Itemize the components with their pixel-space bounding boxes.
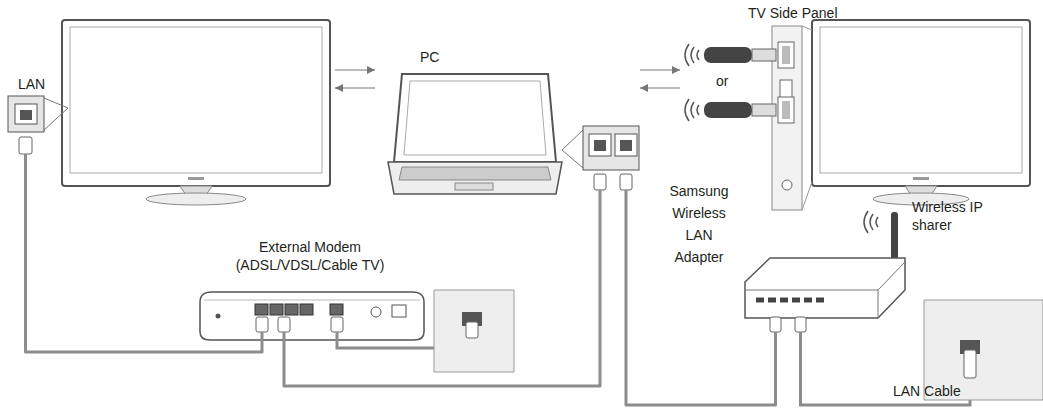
signal-waves (864, 211, 878, 233)
tv-illustration (812, 20, 1030, 205)
data-flow-arrow (640, 70, 680, 88)
panel-leader (802, 26, 812, 210)
lan-plug (964, 350, 976, 378)
node-label: LAN (18, 75, 58, 93)
lan-port-hole (594, 140, 606, 151)
device-node: LAN (8, 15, 335, 208)
data-flow-arrow (335, 70, 375, 88)
node-label: PC (420, 48, 460, 66)
usb-port-hole (782, 101, 790, 119)
annotation-label: Samsung Wireless LAN Adapter (664, 180, 734, 268)
signal-waves (685, 44, 699, 66)
tv-screen (70, 27, 322, 173)
laptop-illustration (388, 74, 562, 194)
lan-plug (620, 174, 632, 190)
lan-cable (284, 210, 600, 386)
device-node: TV Side Panel (680, 2, 1035, 210)
lan-plug (795, 317, 806, 332)
modem-port (285, 304, 298, 315)
lan-plug (256, 317, 268, 332)
modem-jack (371, 307, 381, 317)
annotation-label: LAN Cable (893, 382, 983, 400)
tv-logo (913, 177, 929, 180)
lan-plug (466, 322, 478, 338)
node-label: External Modem (ADSL/VDSL/Cable TV) (235, 238, 385, 274)
inset-frame (583, 126, 639, 170)
laptop-keyboard (399, 167, 551, 180)
modem-illustration (200, 292, 472, 348)
modem-port (270, 304, 283, 315)
router-body (745, 258, 905, 318)
lan-plug (278, 317, 290, 332)
laptop-touchpad (455, 183, 493, 190)
modem-led (216, 314, 221, 319)
plug-wire (24, 154, 27, 208)
modem-port (255, 304, 268, 315)
plug-wire (600, 190, 626, 210)
lan-cable (26, 208, 263, 352)
usb-port (778, 42, 794, 68)
wireless-adapter (685, 44, 776, 121)
lan-port (615, 134, 637, 156)
lan-port-inset (8, 96, 68, 208)
usb-port-hole (782, 46, 790, 64)
modem-port (300, 304, 313, 315)
laptop-lid (394, 74, 556, 162)
lan-port (15, 104, 37, 124)
audio-jack (782, 180, 792, 190)
tv-bezel (812, 20, 1030, 186)
annotation-label: or (716, 72, 746, 90)
pc-port-inset (562, 126, 639, 210)
modem-body (200, 292, 424, 340)
modem-top-edge (204, 300, 420, 301)
usb-port (778, 97, 794, 123)
device-node: External Modem (ADSL/VDSL/Cable TV) (195, 238, 425, 344)
node-label: Wireless IP sharer (912, 198, 1002, 234)
tv-illustration (62, 20, 330, 205)
inset-leader (44, 98, 68, 130)
tv-bezel (62, 20, 330, 186)
modem-port (330, 304, 343, 315)
side-panel (772, 26, 812, 210)
lan-port-hole (620, 140, 632, 151)
adapter-body (704, 102, 752, 118)
lan-plug (331, 317, 343, 332)
device-node: PC (375, 45, 640, 210)
lan-plug (770, 317, 781, 332)
lan-port (589, 134, 611, 156)
tv-logo (188, 177, 204, 180)
wall-outlet (434, 290, 514, 372)
tv-screen (820, 27, 1022, 173)
plug-wire (262, 332, 284, 344)
lan-port-hole (20, 110, 32, 120)
adapter-plug (752, 104, 776, 116)
adapter-body (704, 47, 752, 63)
laptop-base (388, 162, 562, 194)
signal-waves (685, 99, 699, 121)
modem-switch (392, 305, 406, 317)
inset-leader (562, 130, 583, 168)
tv-stand (146, 193, 246, 205)
laptop-screen (404, 81, 546, 155)
device-node: Wireless IP sharer (740, 196, 1005, 332)
router-edge (745, 262, 905, 318)
wall-panel (434, 290, 514, 372)
router-ports (756, 298, 824, 303)
adapter-plug (752, 49, 776, 61)
lan-plug (594, 174, 606, 190)
lan-plug (19, 137, 32, 154)
node-label: TV Side Panel (748, 4, 888, 22)
inset-frame (8, 96, 44, 132)
